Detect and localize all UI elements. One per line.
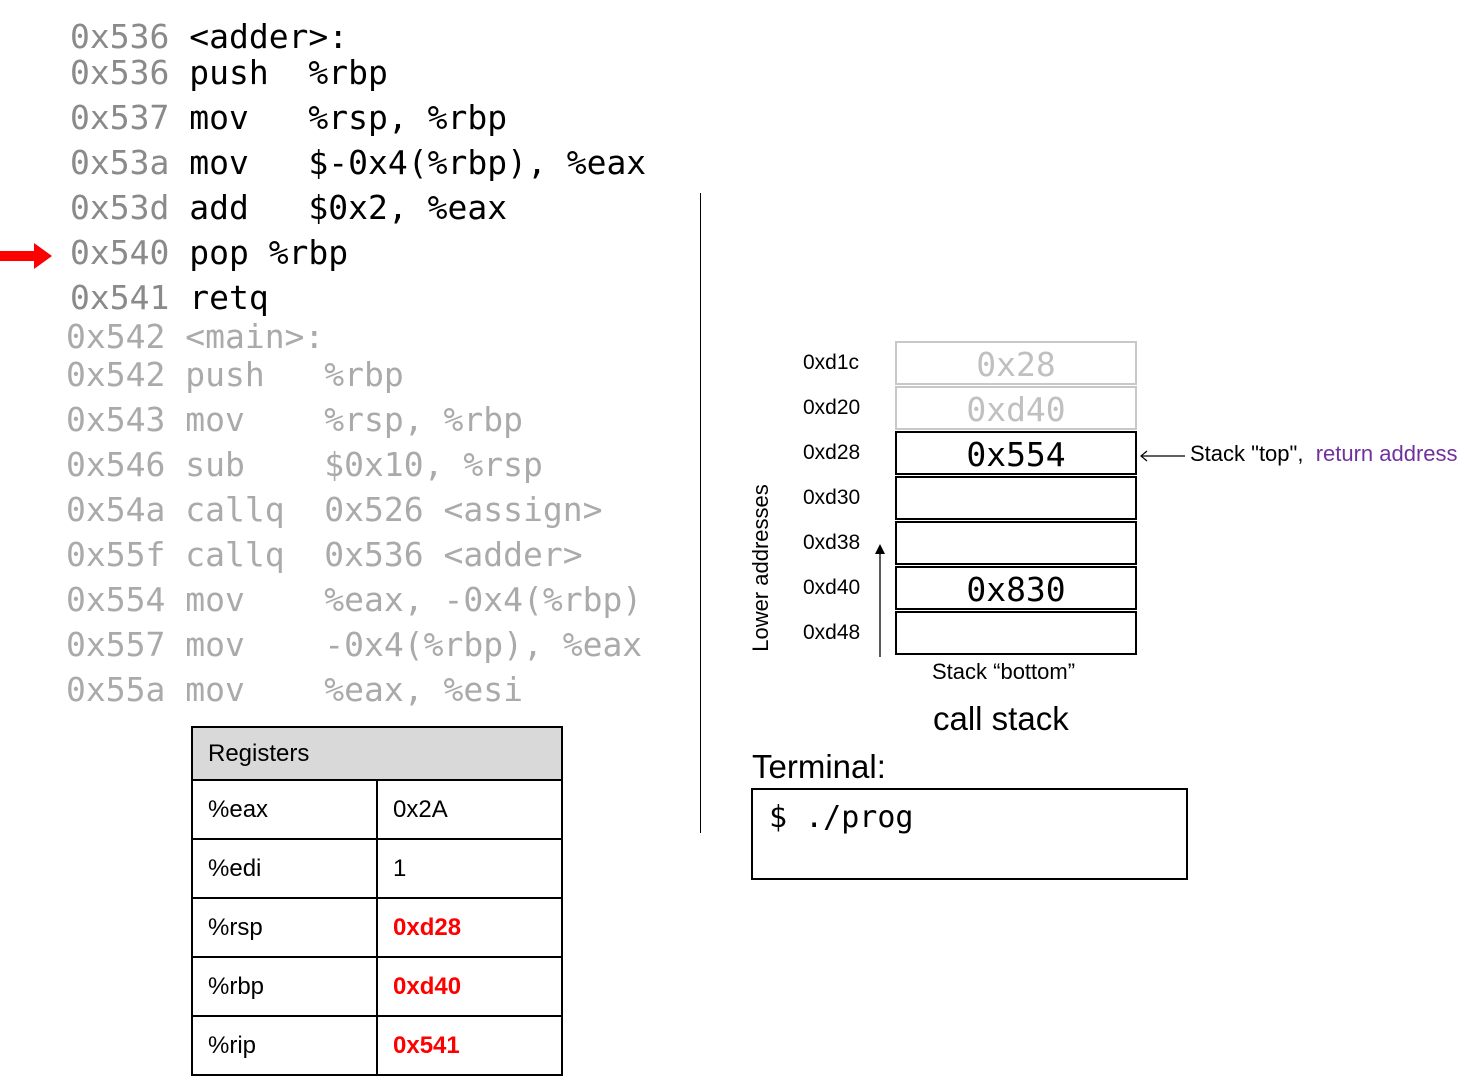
code-address: 0x536 [70, 17, 170, 56]
registers-title: Registers [191, 726, 563, 781]
stack-address: 0xd1c [803, 351, 860, 374]
register-name: %eax [191, 779, 378, 840]
stack-address: 0xd38 [803, 531, 861, 554]
code-line: 0x541 retq [70, 278, 269, 318]
terminal-label: Terminal: [752, 748, 886, 785]
stack-address: 0xd28 [803, 441, 861, 464]
lower-addresses-label: Lower addresses [748, 484, 773, 652]
code-address: 0x543 [66, 400, 166, 439]
stack-top-arrow-icon [1140, 450, 1185, 462]
current-instruction-arrow-icon [0, 243, 52, 269]
code-address: 0x55a [66, 670, 166, 709]
code-instruction: mov %eax, %esi [185, 670, 523, 709]
code-instruction: mov %rsp, %rbp [185, 400, 523, 439]
return-address-note: return address [1315, 441, 1458, 466]
code-address: 0x55f [66, 535, 166, 574]
code-line: 0x55f callq 0x536 <adder> [66, 535, 583, 575]
code-instruction: retq [189, 278, 269, 317]
code-instruction: <adder>: [189, 17, 349, 56]
code-line: 0x536 <adder>: [70, 17, 348, 57]
register-value: 0x541 [376, 1015, 563, 1076]
code-instruction: push %rbp [189, 53, 388, 92]
code-line: 0x557 mov -0x4(%rbp), %eax [66, 625, 642, 665]
code-line: 0x543 mov %rsp, %rbp [66, 400, 523, 440]
stack-address: 0xd40 [803, 576, 861, 599]
terminal-output[interactable]: $ ./prog [751, 788, 1188, 880]
stack-address: 0xd20 [803, 396, 861, 419]
stack-cell [895, 611, 1137, 655]
code-line: 0x542 <main>: [66, 317, 324, 357]
stack-cell: 0x554 [895, 431, 1137, 475]
code-instruction: pop %rbp [189, 233, 349, 272]
code-address: 0x557 [66, 625, 166, 664]
code-address: 0x554 [66, 580, 166, 619]
code-address: 0x53a [70, 143, 170, 182]
code-line: 0x540 pop %rbp [70, 233, 348, 273]
stack-cell [895, 521, 1137, 565]
call-stack-caption: call stack [933, 700, 1069, 737]
stack-address: 0xd48 [803, 621, 861, 644]
code-address: 0x537 [70, 98, 170, 137]
code-instruction: mov %rsp, %rbp [189, 98, 508, 137]
register-value: 1 [376, 838, 563, 899]
code-address: 0x542 [66, 317, 166, 356]
code-address: 0x536 [70, 53, 170, 92]
code-address: 0x542 [66, 355, 166, 394]
code-line: 0x537 mov %rsp, %rbp [70, 98, 507, 138]
code-line: 0x55a mov %eax, %esi [66, 670, 523, 710]
code-line: 0x536 push %rbp [70, 53, 388, 93]
code-address: 0x541 [70, 278, 170, 317]
register-value: 0x2A [376, 779, 563, 840]
register-name: %edi [191, 838, 378, 899]
code-line: 0x554 mov %eax, -0x4(%rbp) [66, 580, 642, 620]
code-address: 0x540 [70, 233, 170, 272]
code-instruction: mov -0x4(%rbp), %eax [185, 625, 643, 664]
code-instruction: mov $-0x4(%rbp), %eax [189, 143, 647, 182]
code-line: 0x53a mov $-0x4(%rbp), %eax [70, 143, 646, 183]
stack-address: 0xd30 [803, 486, 861, 509]
code-line: 0x54a callq 0x526 <assign> [66, 490, 602, 530]
code-instruction: push %rbp [185, 355, 404, 394]
stack-cell: 0xd40 [895, 386, 1137, 430]
code-address: 0x546 [66, 445, 166, 484]
register-name: %rbp [191, 956, 378, 1017]
code-instruction: callq 0x536 <adder> [185, 535, 583, 574]
register-value: 0xd40 [376, 956, 563, 1017]
code-address: 0x54a [66, 490, 166, 529]
code-line: 0x542 push %rbp [66, 355, 404, 395]
stack-bottom-label: Stack “bottom” [932, 659, 1076, 684]
stack-top-label: Stack "top", return address [1190, 441, 1458, 467]
code-instruction: mov %eax, -0x4(%rbp) [185, 580, 643, 619]
register-name: %rsp [191, 897, 378, 958]
code-address: 0x53d [70, 188, 170, 227]
code-line: 0x53d add $0x2, %eax [70, 188, 507, 228]
stack-cell: 0x28 [895, 341, 1137, 385]
stack-cell: 0x830 [895, 566, 1137, 610]
register-name: %rip [191, 1015, 378, 1076]
code-instruction: add $0x2, %eax [189, 188, 508, 227]
stack-cell [895, 476, 1137, 520]
code-instruction: callq 0x526 <assign> [185, 490, 603, 529]
code-instruction: <main>: [185, 317, 325, 356]
code-instruction: sub $0x10, %rsp [185, 445, 543, 484]
stack-top-text: Stack "top", [1190, 441, 1304, 466]
divider [700, 193, 701, 833]
code-line: 0x546 sub $0x10, %rsp [66, 445, 543, 485]
register-value: 0xd28 [376, 897, 563, 958]
up-arrow-icon [875, 544, 885, 657]
